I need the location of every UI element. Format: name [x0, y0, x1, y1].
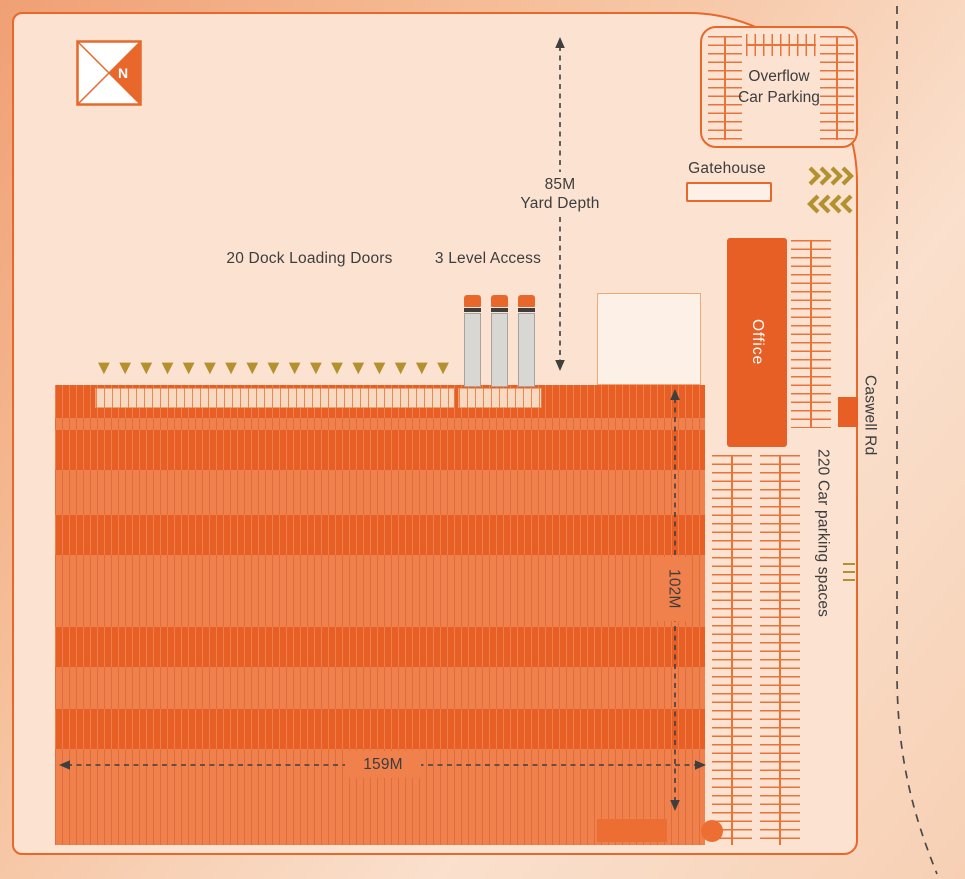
- yard-depth-text: Yard Depth: [520, 195, 600, 213]
- overflow-parking-label-line1: Overflow: [748, 68, 810, 85]
- parking-count-label: 220 Car parking spaces: [814, 449, 832, 618]
- roof-band: [55, 430, 705, 470]
- parking-row-comb: [708, 36, 742, 140]
- truck-windshield: [518, 308, 535, 312]
- roof-band: [55, 709, 705, 749]
- dock-doors-strip: [95, 388, 455, 408]
- entry-chevrons-right-icon: [808, 166, 854, 186]
- roof-band: [55, 515, 705, 555]
- overflow-parking-area: Overflow Car Parking: [700, 26, 858, 148]
- yard-service-block: [597, 293, 701, 385]
- office-building: Office: [727, 238, 787, 447]
- overflow-parking-label: Overflow Car Parking: [702, 28, 856, 146]
- utility-block: [838, 397, 858, 427]
- parking-row-comb: [791, 240, 831, 428]
- parking-row-comb: [820, 36, 854, 140]
- exit-chevrons-left-icon: [807, 194, 853, 214]
- truck-cab: [518, 295, 535, 307]
- dock-loading-label: 20 Dock Loading Doors: [226, 250, 393, 267]
- truck-windshield: [491, 308, 508, 312]
- truck-icon: [491, 295, 508, 387]
- truck-icon: [464, 295, 481, 387]
- gatehouse-label: Gatehouse: [688, 160, 766, 177]
- site-feature-circle: [701, 820, 723, 842]
- truck-cab: [491, 295, 508, 307]
- truck-windshield: [464, 308, 481, 312]
- site-feature-block: [597, 819, 667, 842]
- building-depth-label: 102M: [657, 557, 691, 621]
- north-compass-icon: N: [76, 40, 142, 106]
- compass-north-label: N: [118, 65, 128, 81]
- office-label: Office: [749, 319, 766, 366]
- truck-trailer: [518, 313, 535, 387]
- truck-icon: [518, 295, 535, 387]
- compass-pointer: [109, 41, 141, 105]
- overflow-parking-label-line2: Car Parking: [738, 89, 820, 106]
- roof-band: [55, 627, 705, 667]
- gatehouse-building: [686, 182, 772, 202]
- truck-trailer: [464, 313, 481, 387]
- truck-trailer: [491, 313, 508, 387]
- parking-row-comb: [760, 455, 800, 845]
- road-name-label: Caswell Rd: [861, 375, 879, 456]
- truck-cab: [464, 295, 481, 307]
- level-access-strip: [458, 388, 542, 408]
- yard-depth-value: 85M: [544, 176, 576, 193]
- parking-row-comb: [712, 455, 752, 845]
- building-width-label: 159M: [345, 751, 421, 778]
- dock-door-markers: ▼▼▼▼▼▼▼▼▼▼▼▼▼▼▼▼▼: [94, 357, 455, 379]
- yard-depth-label: 85M Yard Depth: [505, 172, 615, 217]
- building-depth-value: 102M: [665, 569, 683, 609]
- road-centerline: [896, 6, 938, 875]
- parking-row-comb: [746, 34, 816, 56]
- level-access-label: 3 Level Access: [434, 250, 542, 267]
